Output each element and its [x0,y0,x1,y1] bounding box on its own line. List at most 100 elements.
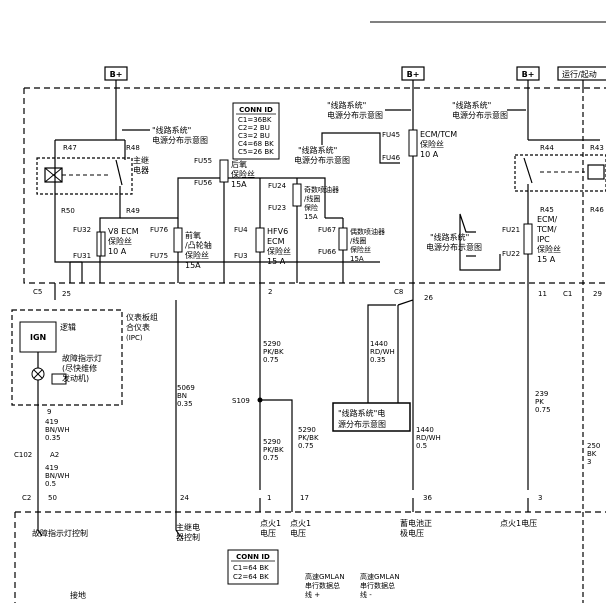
fuse-name: V8 ECM [108,227,139,236]
pin-label: R46 [590,206,604,214]
fuse-name: 15A [185,261,201,270]
fuse-name: 保险丝 [267,246,291,256]
conn-id-line: C4=68 BK [238,140,274,148]
bplus-label-2: B+ [407,70,420,79]
wire-label: 0.75 [263,454,279,462]
conn-id-line: C3=2 BU [238,132,270,140]
pin-number: 9 [47,408,51,416]
engine-icon [51,373,67,385]
ecm-label: 主继电 [176,522,200,532]
ref-line: 电源分布示意图 [452,110,508,120]
ref-line: "线路系统" [152,125,191,135]
ipc-ign: IGN [30,333,46,342]
wire-label: 0.35 [45,434,61,442]
fuse-name: 奇数喷油器 [304,185,339,194]
conn-id-line: C5=26 BK [238,148,274,156]
ecm-label: 串行数据总 [305,581,340,590]
fuse-ecm-tcm-ipc: FU21 FU22 ECM/ TCM/ IPC 保险丝 15 A [502,215,561,264]
wire-label: BN/WH [45,472,70,480]
pin-number: 26 [424,294,433,302]
fuse-name: 15 A [537,255,556,264]
fuse-name: 保险丝 [420,139,444,149]
ipc-logic: 逻辑 [60,322,76,332]
pin-number: 50 [48,494,57,502]
fuse-name: /线圈 [350,236,366,245]
fuse-name: 保险丝 [350,245,371,254]
wire-label: BK [587,450,597,458]
conn-id-line: C1=64 BK [233,564,269,572]
pin-label: R45 [540,206,554,214]
fuse-id: FU55 [194,157,212,165]
connector-label: C8 [394,288,403,296]
fuse-v8-ecm: FU32 FU31 V8 ECM 保险丝 10 A [73,226,139,260]
conn-id-line: C2=2 BU [238,124,270,132]
ref-line: "线路系统" [327,100,366,110]
run-start-label: 运行/起动 [562,69,597,79]
fuse-ecm-tcm: FU45 FU46 ECM/TCM 保险丝 10 A [382,88,457,283]
pin-label: R44 [540,144,554,152]
wire-label: 0.75 [298,442,314,450]
wire-label: 3 [587,458,591,466]
ecm-label: 线 + [305,590,320,599]
ecm-label: 点火1电压 [500,518,537,528]
pin-number: 11 [538,290,547,298]
wire-label: 0.75 [263,356,279,364]
pin-label: R48 [126,144,140,152]
fuse-id: FU4 [234,226,248,234]
ref-text-6: "线路系统"电 源分布示意图 [332,304,411,432]
fuse-name: /线圈 [304,194,320,203]
relay-label: 主继 [133,155,149,165]
ecm-label: 串行数据总 [360,581,395,590]
fuse-id: FU21 [502,226,520,234]
fuse-id: FU46 [382,154,401,162]
pin-number: 1 [267,494,271,502]
bplus-label-3: B+ [522,70,535,79]
fuse-name: 10 A [420,150,439,159]
pin-number: A2 [50,451,59,459]
connector-label: C5 [33,288,42,296]
fuse-rear-o2: FU55 FU56 后氧 保险丝 15A [194,157,255,262]
fuse-id: FU45 [382,131,400,139]
run-start-tag: 运行/起动 [557,66,606,88]
connector-label: C1 [563,290,572,298]
ecm-label: 线 - [360,590,372,599]
ecm-label: 点火1 [290,519,311,528]
fuse-even-injector: FU67 FU66 偶数喷油器 /线圈 保险丝 15A [318,218,385,263]
pin-number: 2 [268,288,272,296]
bplus-label-1: B+ [110,70,123,79]
relay-bus [120,177,326,219]
fuse-name: HFV6 [267,227,288,236]
wire-label: 419 [45,464,58,472]
fuse-id: FU22 [502,250,520,258]
fuse-name: 10 A [108,247,127,256]
wire-label: 0.35 [177,400,193,408]
ref-text-5: "线路系统" 电源分布示意图 [426,213,501,271]
fuse-id: FU76 [150,226,169,234]
fuse-name: IPC [537,235,550,244]
fuse-name: ECM/TCM [420,130,457,139]
fuse-name: 保险丝 [185,250,209,260]
fuse-name: 偶数喷油器 [350,227,385,236]
ref-line: "线路系统" [452,100,491,110]
wire-label: BN [177,392,187,400]
connector-label: C102 [14,451,32,459]
fuse-id: FU3 [234,252,248,260]
conn-id-title: CONN ID [239,106,273,114]
ref-line: 电源分布示意图 [327,110,383,120]
fuse-name: /凸轮轴 [185,240,212,250]
ecm-label: 故障指示灯控制 [32,528,88,538]
wire-label: 5069 [177,384,195,392]
fuse-block-border [23,87,606,284]
wire-label: 419 [45,418,58,426]
fuse-id: FU23 [268,204,286,212]
conn-id-line: C2=64 BK [233,573,269,581]
wire-label: 0.5 [45,480,56,488]
fuse-front-o2: FU76 FU75 前氧 /凸轮轴 保险丝 15A [150,218,212,270]
fuse-name: 前氧 [185,230,201,240]
ref-text-2: "线路系统" 电源分布示意图 [327,100,411,120]
ecm-border [14,511,606,603]
fuse-odd-injector: FU24 FU23 奇数喷油器 /线圈 保险 15A [268,178,339,262]
fuse-name: 15A [350,255,364,263]
conn-id-bottom: CONN ID C1=64 BK C2=64 BK [227,549,279,585]
